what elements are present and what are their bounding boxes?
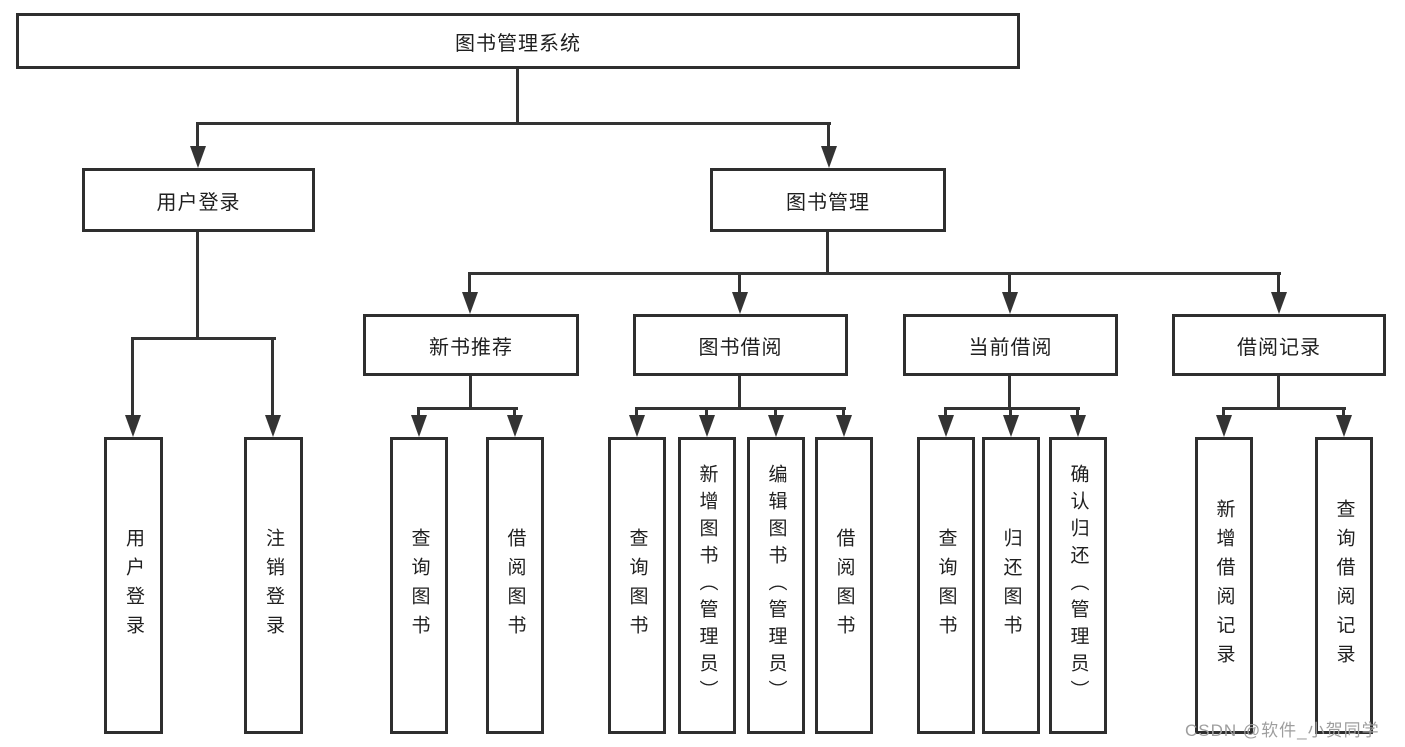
arrow-down-icon: [1336, 415, 1352, 437]
arrow-down-icon: [1216, 415, 1232, 437]
connector-book-borrow-stem: [738, 376, 741, 407]
node-label: 新书推荐: [429, 336, 513, 359]
leaf-label: 编辑图书（管理员）: [765, 464, 787, 707]
arrow-down-icon: [629, 415, 645, 437]
node-label: 用户登录: [156, 191, 241, 214]
arrow-down-icon: [1002, 292, 1018, 314]
leaf-label: 查询图书: [935, 527, 957, 644]
csdn-watermark: CSDN @软件_小贺同学: [1185, 721, 1380, 740]
arrow-down-icon: [265, 415, 281, 437]
connector-borrow-records-stem: [1277, 376, 1280, 407]
leaf-user-login: 用户登录: [104, 437, 163, 734]
leaf-add-borrow-record: 新增借阅记录: [1195, 437, 1253, 734]
leaf-label: 确认归还（管理员）: [1067, 464, 1089, 707]
leaf-borrow-books: 借阅图书: [486, 437, 544, 734]
connector-drop-line: [196, 122, 199, 150]
leaf-label: 借阅图书: [504, 527, 526, 644]
connector-drop-line: [271, 337, 274, 417]
connector-drop-line: [738, 272, 741, 294]
connector-drop-line: [1008, 272, 1011, 294]
arrow-down-icon: [938, 415, 954, 437]
arrow-down-icon: [190, 146, 206, 168]
connector-drop-line: [705, 407, 708, 417]
connector-user-login-bar: [131, 337, 276, 340]
connector-drop-line: [944, 407, 947, 417]
leaf-label: 查询借阅记录: [1333, 498, 1355, 673]
leaf-return-books: 归还图书: [982, 437, 1040, 734]
connector-new-books-stem: [469, 376, 472, 407]
arrow-down-icon: [1070, 415, 1086, 437]
leaf-add-book-admin: 新增图书（管理员）: [678, 437, 736, 734]
leaf-label: 新增借阅记录: [1213, 498, 1235, 673]
node-label: 借阅记录: [1237, 336, 1321, 359]
node-user-login: 用户登录: [82, 168, 315, 232]
connector-drop-line: [1342, 407, 1345, 417]
leaf-query-books: 查询图书: [390, 437, 448, 734]
arrow-down-icon: [821, 146, 837, 168]
leaf-edit-book-admin: 编辑图书（管理员）: [747, 437, 805, 734]
leaf-confirm-return-admin: 确认归还（管理员）: [1049, 437, 1107, 734]
node-new-book-recommend: 新书推荐: [363, 314, 579, 376]
connector-root-bar: [196, 122, 831, 125]
leaf-label: 用户登录: [123, 527, 144, 644]
arrow-down-icon: [1003, 415, 1019, 437]
connector-book-mgmt-bar: [468, 272, 1281, 275]
arrow-down-icon: [768, 415, 784, 437]
node-book-management: 图书管理: [710, 168, 946, 232]
leaf-query-books: 查询图书: [917, 437, 975, 734]
node-current-borrow: 当前借阅: [903, 314, 1118, 376]
connector-drop-line: [131, 337, 134, 417]
connector-drop-line: [417, 407, 420, 417]
arrow-down-icon: [125, 415, 141, 437]
node-book-borrow: 图书借阅: [633, 314, 848, 376]
arrow-down-icon: [1271, 292, 1287, 314]
arrow-down-icon: [507, 415, 523, 437]
connector-drop-line: [1222, 407, 1225, 417]
connector-current-borrow-bar: [944, 407, 1080, 410]
connector-drop-line: [468, 272, 471, 294]
connector-root-stem: [516, 69, 519, 122]
connector-drop-line: [1009, 407, 1012, 417]
connector-book-borrow-bar: [635, 407, 846, 410]
leaf-label: 注销登录: [263, 527, 284, 644]
arrow-down-icon: [836, 415, 852, 437]
connector-drop-line: [774, 407, 777, 417]
connector-borrow-records-bar: [1222, 407, 1346, 410]
connector-drop-line: [635, 407, 638, 417]
leaf-query-books: 查询图书: [608, 437, 666, 734]
leaf-label: 查询图书: [408, 527, 430, 644]
arrow-down-icon: [462, 292, 478, 314]
node-label: 图书管理: [786, 191, 870, 214]
connector-current-borrow-stem: [1008, 376, 1011, 407]
connector-drop-line: [827, 122, 830, 150]
connector-drop-line: [1076, 407, 1079, 417]
node-label: 当前借阅: [968, 336, 1053, 359]
node-label: 图书借阅: [698, 336, 783, 359]
node-borrow-records: 借阅记录: [1172, 314, 1386, 376]
leaf-label: 新增图书（管理员）: [696, 464, 718, 707]
connector-drop-line: [513, 407, 516, 417]
leaf-label: 查询图书: [626, 527, 648, 644]
connector-new-books-bar: [417, 407, 518, 410]
arrow-down-icon: [411, 415, 427, 437]
leaf-logout: 注销登录: [244, 437, 303, 734]
connector-book-mgmt-stem: [826, 232, 829, 272]
leaf-label: 归还图书: [1000, 527, 1022, 644]
arrow-down-icon: [699, 415, 715, 437]
node-label: 图书管理系统: [455, 32, 581, 55]
leaf-borrow-books: 借阅图书: [815, 437, 873, 734]
leaf-query-borrow-record: 查询借阅记录: [1315, 437, 1373, 734]
node-root-library-system: 图书管理系统: [16, 13, 1020, 69]
leaf-label: 借阅图书: [833, 527, 855, 644]
connector-user-login-stem: [196, 232, 199, 337]
connector-drop-line: [842, 407, 845, 417]
arrow-down-icon: [732, 292, 748, 314]
connector-drop-line: [1277, 272, 1280, 294]
